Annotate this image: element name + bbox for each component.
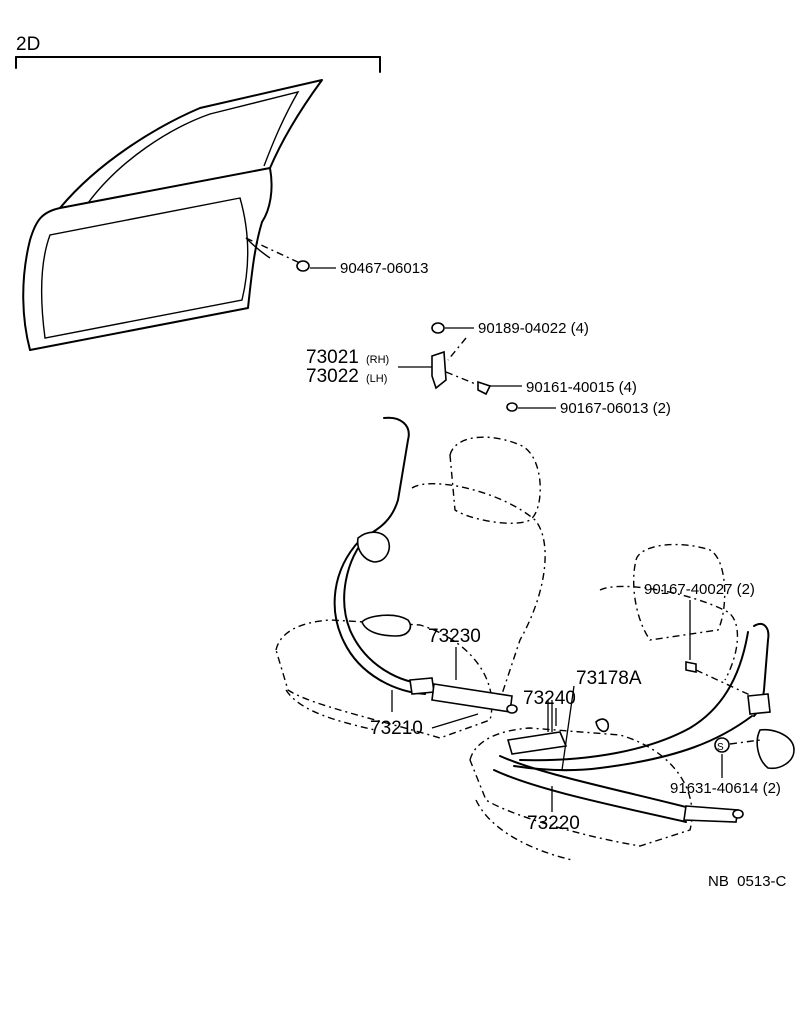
- label-73021: 73021: [306, 347, 359, 368]
- label-73230: 73230: [428, 626, 481, 647]
- s-mark: S: [717, 742, 724, 753]
- label-73220: 73220: [527, 813, 580, 834]
- header-bracket: [15, 56, 381, 73]
- clip-90467-icon: [245, 237, 336, 272]
- label-73022-side: (LH): [366, 373, 387, 385]
- anchor-bracket-group: [398, 322, 556, 412]
- label-90167a: 90167-06013 (2): [560, 400, 671, 417]
- label-90161: 90161-40015 (4): [526, 379, 637, 396]
- front-seat-drawing: [275, 416, 557, 739]
- header-label: 2D: [16, 34, 40, 55]
- label-73240: 73240: [523, 688, 576, 709]
- label-73021-side: (RH): [366, 354, 389, 366]
- rear-seat-drawing: [469, 543, 795, 861]
- label-90167b: 90167-40027 (2): [644, 581, 755, 598]
- label-90189: 90189-04022 (4): [478, 320, 589, 337]
- label-91631: 91631-40614 (2): [670, 780, 781, 797]
- label-73178A: 73178A: [576, 668, 642, 689]
- label-73210: 73210: [370, 718, 423, 739]
- label-73022: 73022: [306, 366, 359, 387]
- door-panel-drawing: [22, 79, 323, 351]
- label-90467: 90467-06013: [340, 260, 428, 277]
- figure-code: NB 0513-C: [708, 873, 787, 890]
